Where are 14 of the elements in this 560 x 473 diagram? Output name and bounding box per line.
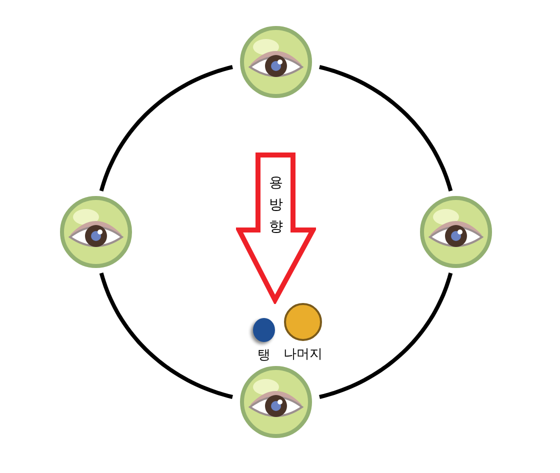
arrow-label: 용방향 [268, 174, 284, 237]
eye-icon [59, 195, 133, 269]
ring-arc [319, 65, 453, 192]
dot [284, 303, 322, 341]
ring-arc [319, 272, 453, 399]
ring-arc [99, 272, 233, 399]
ring-arc [99, 65, 233, 192]
down-arrow [236, 152, 316, 304]
dot [253, 318, 275, 342]
dot-label: 탱 [258, 347, 270, 364]
dot-label: 나머지 [284, 346, 322, 363]
eye-icon [239, 365, 313, 439]
eye-icon [419, 195, 493, 269]
eye-icon [239, 25, 313, 99]
